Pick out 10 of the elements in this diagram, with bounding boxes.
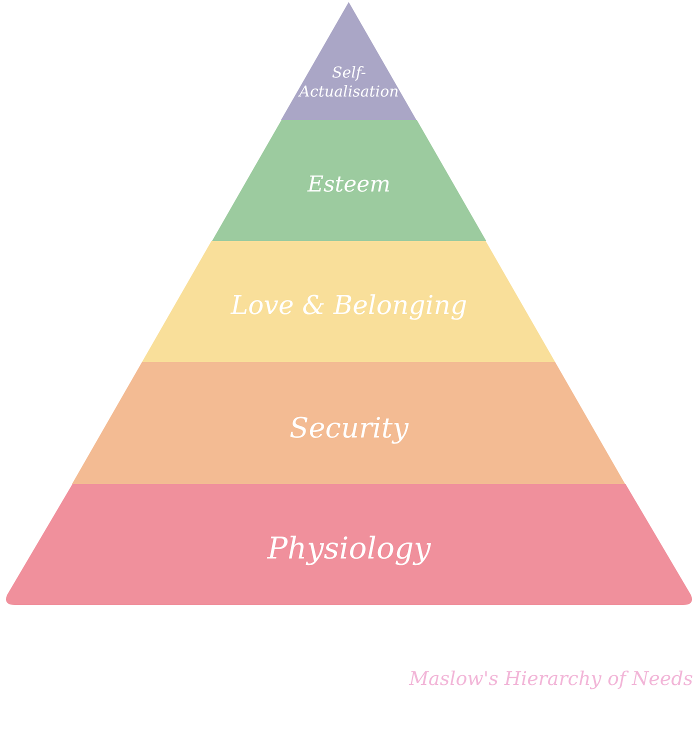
tier-label: Esteem — [307, 172, 391, 198]
tier-label: Love & Belonging — [230, 291, 468, 322]
caption: Maslow's Hierarchy of Needs — [409, 668, 693, 690]
tier-label: Physiology — [267, 532, 431, 567]
pyramid-tier — [142, 241, 556, 362]
tier-label: Security — [290, 411, 408, 444]
pyramid-tier — [212, 120, 486, 241]
pyramid-tier — [72, 362, 626, 484]
pyramid-tier — [3, 484, 695, 605]
tier-label: Self-Actualisation — [297, 63, 400, 101]
